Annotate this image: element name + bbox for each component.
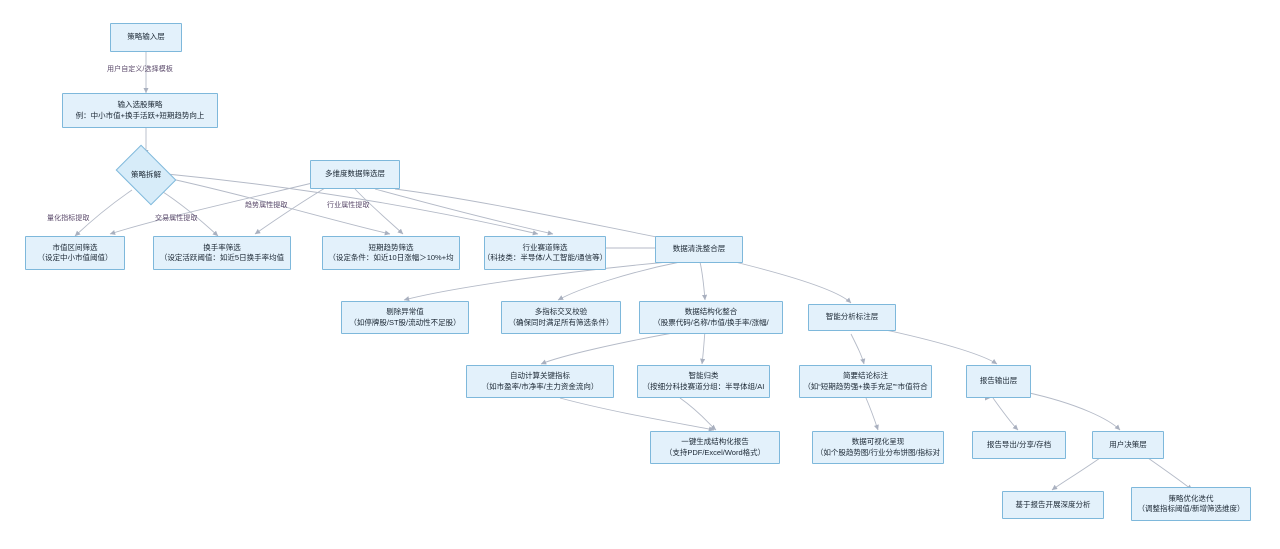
node-strategy-decomposition[interactable]: 策略拆解 <box>115 144 177 206</box>
node-smart-classification[interactable]: 智能归类 （按细分科技赛道分组：半导体组/AI <box>637 365 770 398</box>
edge-clean-to-structuring <box>699 261 708 301</box>
edge-reportlayer-to-decision <box>1024 391 1121 431</box>
edge-label-quant-metric: 量化指标提取 <box>47 215 90 222</box>
node-label: 数据结构化整合 <box>684 307 738 317</box>
node-conclusion-tagging[interactable]: 简要结论标注 （如“短期趋势强+换手充足”“市值符合 <box>799 365 932 398</box>
node-report-output-layer[interactable]: 报告输出层 <box>966 365 1031 398</box>
node-label: 智能分析标注层 <box>825 312 879 322</box>
node-label: 策略拆解 <box>131 169 161 179</box>
node-smart-analysis-layer[interactable]: 智能分析标注层 <box>808 304 896 331</box>
node-market-cap-filter[interactable]: 市值区间筛选 （设定中小市值阈值） <box>25 236 125 270</box>
node-sublabel: （如停牌股/ST股/流动性不足股） <box>349 317 461 327</box>
node-label: 输入选股策略 <box>117 100 163 110</box>
node-label: 报告导出/分享/存档 <box>986 439 1052 449</box>
node-auto-calc-metrics[interactable]: 自动计算关键指标 （如市盈率/市净率/主力资金流向） <box>466 365 614 398</box>
node-label: 剔除异常值 <box>386 307 424 317</box>
node-sublabel: 例：中小市值+换手活跃+短期趋势向上 <box>75 110 205 120</box>
node-remove-outliers[interactable]: 剔除异常值 （如停牌股/ST股/流动性不足股） <box>341 301 469 334</box>
node-sublabel: （支持PDF/Excel/Word格式） <box>664 447 766 457</box>
node-label: 市值区间筛选 <box>52 242 98 252</box>
edge-analysis-to-reportlayer <box>885 329 998 365</box>
edge-screenlayer-to-trend <box>354 188 404 235</box>
edge-analysis-to-conclusion <box>850 333 866 365</box>
node-sublabel: （设定条件：如近10日涨幅＞10%+均 <box>328 253 454 262</box>
node-label: 短期趋势筛选 <box>368 242 414 252</box>
edge-label-user-template: 用户自定义/选择模板 <box>107 66 173 73</box>
edge-decision-to-iteration <box>1147 457 1193 491</box>
node-sublabel: （设定活跃阈值：如近5日换手率均值 <box>159 253 285 262</box>
node-generate-report[interactable]: 一键生成结构化报告 （支持PDF/Excel/Word格式） <box>650 431 780 464</box>
node-label: 自动计算关键指标 <box>510 371 570 381</box>
node-label: 报告输出层 <box>979 376 1018 386</box>
node-user-decision-layer[interactable]: 用户决策层 <box>1092 431 1164 459</box>
node-sublabel: （按细分科技赛道分组：半导体组/AI <box>642 381 765 391</box>
edge-classification-to-report <box>679 397 717 431</box>
node-label: 策略优化迭代 <box>1168 493 1214 503</box>
node-multi-dim-screen-layer[interactable]: 多维度数据筛选层 <box>310 160 400 189</box>
edge-decision-to-deep <box>1051 457 1101 491</box>
edge-label-trend-attr: 趋势属性提取 <box>245 202 288 209</box>
node-label: 一键生成结构化报告 <box>681 437 749 447</box>
node-label: 行业赛道筛选 <box>522 242 568 252</box>
node-sublabel: （确保同时满足所有筛选条件） <box>508 317 614 327</box>
node-label: 用户决策层 <box>1109 439 1147 449</box>
node-label: 策略输入层 <box>127 32 165 42</box>
node-deep-analysis[interactable]: 基于报告开展深度分析 <box>1002 491 1104 519</box>
node-sublabel: （如个股趋势图/行业分布饼图/指标对 <box>815 447 941 457</box>
node-label: 多维度数据筛选层 <box>325 169 385 179</box>
edge-autocalc-to-report <box>559 397 715 432</box>
node-label: 智能归类 <box>688 371 719 381</box>
node-sublabel: （设定中小市值阈值） <box>37 253 113 262</box>
node-sublabel: （调整指标阈值/新增筛选维度） <box>1137 504 1245 513</box>
edge-screenlayer-to-industry <box>374 188 554 236</box>
node-label: 数据清洗整合层 <box>672 244 726 254</box>
edge-trendbox-to-clean <box>394 188 673 242</box>
node-cross-validation[interactable]: 多指标交叉校验 （确保同时满足所有筛选条件） <box>501 301 621 334</box>
node-strategy-iteration[interactable]: 策略优化迭代 （调整指标阈值/新增筛选维度） <box>1131 487 1251 521</box>
node-label: 数据可视化呈现 <box>851 437 905 447</box>
edge-label-trade-attr: 交易属性提取 <box>155 215 198 222</box>
node-sublabel: （如“短期趋势强+换手充足”“市值符合 <box>803 381 928 391</box>
node-short-trend-filter[interactable]: 短期趋势筛选 （设定条件：如近10日涨幅＞10%+均 <box>322 236 460 270</box>
node-data-clean-layer[interactable]: 数据清洗整合层 <box>655 236 743 263</box>
node-report-export[interactable]: 报告导出/分享/存档 <box>972 431 1066 459</box>
node-turnover-filter[interactable]: 换手率筛选 （设定活跃阈值：如近5日换手率均值 <box>153 236 291 270</box>
node-industry-filter[interactable]: 行业赛道筛选 （科技类：半导体/人工智能/通信等） <box>482 236 608 270</box>
node-data-visualization[interactable]: 数据可视化呈现 （如个股趋势图/行业分布饼图/指标对 <box>812 431 944 464</box>
edge-conclusion-to-visual <box>865 397 879 431</box>
edge-reportlayer-to-export <box>992 397 1019 431</box>
node-label: 简要结论标注 <box>843 371 888 381</box>
node-sublabel: （科技类：半导体/人工智能/通信等） <box>482 253 608 262</box>
node-label: 基于报告开展深度分析 <box>1015 499 1091 509</box>
node-data-structuring[interactable]: 数据结构化整合 （股票代码/名称/市值/换手率/涨幅/ <box>639 301 783 334</box>
node-input-strategy[interactable]: 输入选股策略 例：中小市值+换手活跃+短期趋势向上 <box>62 93 218 128</box>
node-sublabel: （如市盈率/市净率/主力资金流向） <box>481 381 599 391</box>
node-label: 换手率筛选 <box>203 242 241 252</box>
node-strategy-input-layer[interactable]: 策略输入层 <box>110 23 182 52</box>
node-sublabel: （股票代码/名称/市值/换手率/涨幅/ <box>653 317 769 327</box>
edge-clean-to-analysis <box>734 261 852 304</box>
edge-structuring-to-autocalc <box>540 329 691 365</box>
edge-label-industry-attr: 行业属性提取 <box>327 202 370 209</box>
node-label: 多指标交叉校验 <box>534 307 588 317</box>
edge-structuring-to-classification <box>700 329 706 365</box>
